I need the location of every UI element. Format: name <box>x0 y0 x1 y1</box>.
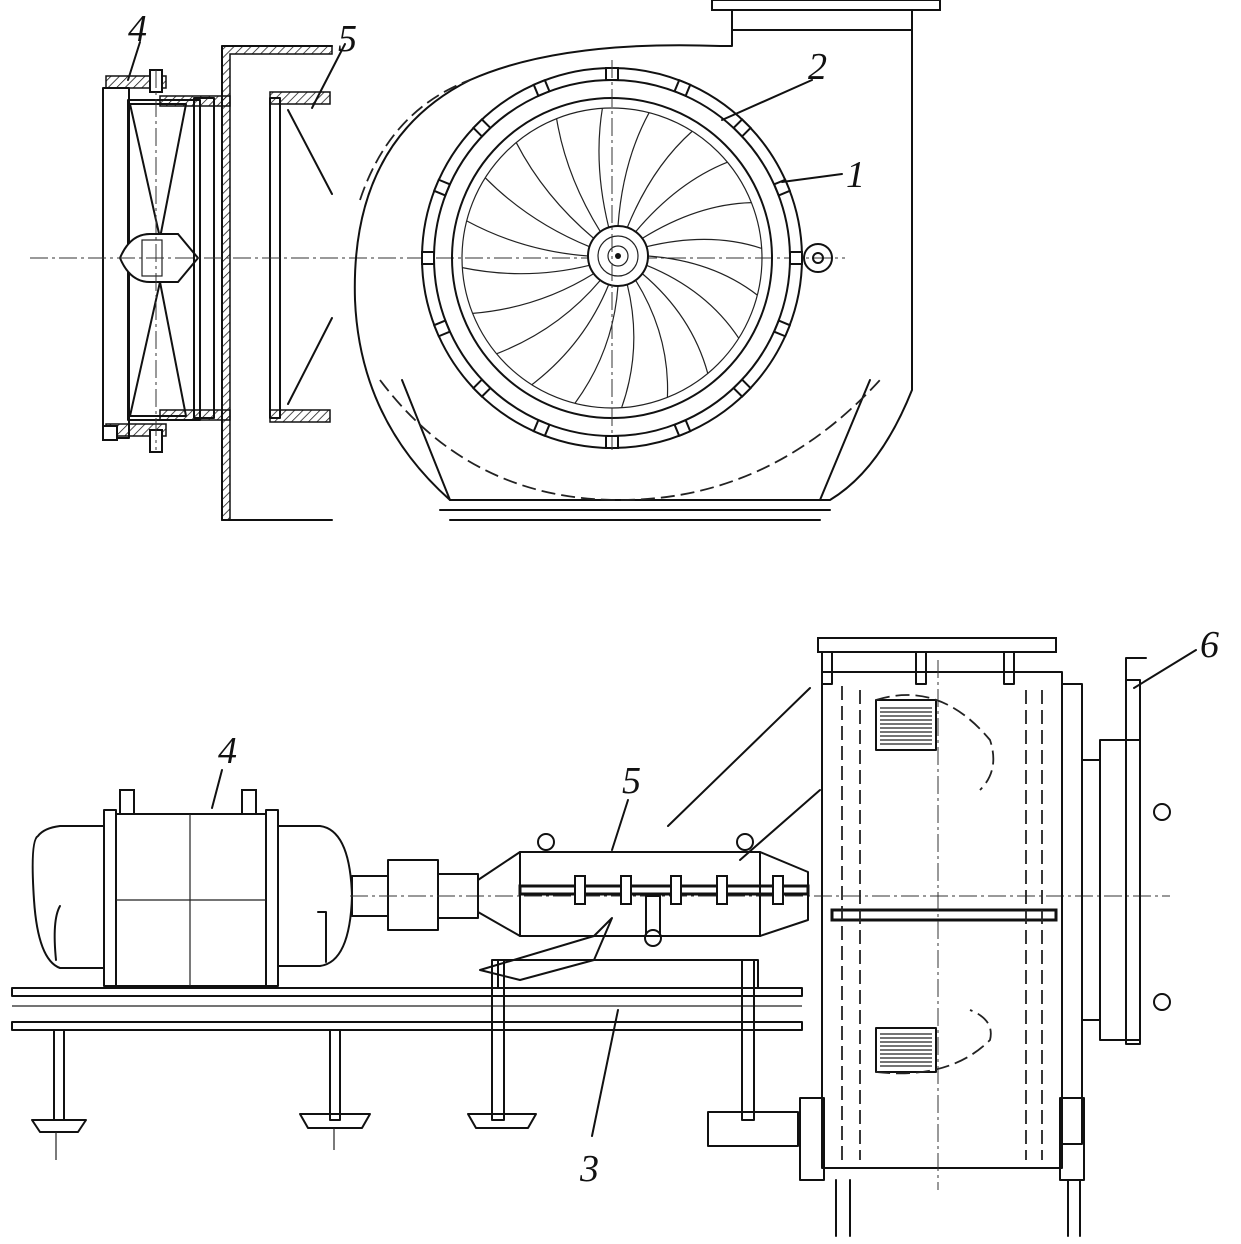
impeller-blade <box>484 177 590 248</box>
impeller-blade <box>646 238 762 249</box>
housing-bolt <box>620 875 632 905</box>
impeller-blade <box>647 255 758 296</box>
collar-bolt <box>532 78 551 98</box>
impeller-blades-lower <box>880 1033 932 1067</box>
impeller-blade <box>556 118 601 233</box>
collar-bolt <box>673 418 692 438</box>
electric-motor <box>31 789 353 987</box>
impeller-blade <box>472 273 595 315</box>
callout-bottom-5: 5 <box>622 760 641 802</box>
collar-bolt <box>772 319 792 338</box>
impeller-blade <box>574 285 619 404</box>
callout-bottom-3: 3 <box>580 1148 599 1190</box>
housing-bolt <box>716 875 728 905</box>
base-frame <box>11 959 803 1160</box>
housing-bolt <box>670 875 682 905</box>
impeller-blade <box>531 284 610 386</box>
collar-bolts <box>421 67 803 449</box>
impeller-blade <box>621 284 635 408</box>
collar-bolt <box>789 251 803 265</box>
bearing-housing <box>477 687 821 989</box>
impeller-blade <box>646 264 740 339</box>
collar-bolt <box>532 418 551 438</box>
callout-top-2: 2 <box>808 46 827 88</box>
collar-bolt <box>673 78 692 98</box>
impeller-blade <box>598 108 610 228</box>
housing-bolt <box>574 875 586 905</box>
impeller-blade <box>496 279 601 355</box>
callout-top-1: 1 <box>846 154 865 196</box>
collar-bolt <box>432 178 452 197</box>
fan-housing-side <box>799 637 1171 1237</box>
collar-bolt <box>732 117 753 138</box>
collar-bolt <box>471 378 492 399</box>
collar-bolt <box>732 378 753 399</box>
axial-fan-section <box>102 69 231 453</box>
impeller-blades <box>462 108 762 408</box>
collar-bolt <box>772 178 792 197</box>
housing-bolts <box>574 875 784 905</box>
callout-top-4: 4 <box>128 8 147 50</box>
callout-top-5: 5 <box>338 18 357 60</box>
impeller-blade <box>641 273 709 374</box>
impeller-blade <box>515 142 595 239</box>
top-view <box>30 0 941 521</box>
impeller-blade <box>635 161 728 233</box>
impeller-blade <box>626 130 693 228</box>
impeller-blade <box>462 264 590 275</box>
bottom-leaders <box>211 649 1197 1137</box>
callout-bottom-4: 4 <box>218 730 237 772</box>
collar-bolt <box>471 117 492 138</box>
collar-bolt <box>432 319 452 338</box>
inlet-duct <box>30 45 845 521</box>
impeller-blades-upper <box>880 707 932 745</box>
impeller-blade <box>617 112 650 227</box>
bottom-view <box>11 637 1197 1237</box>
collar-bolt <box>421 251 435 265</box>
scroll-casing <box>353 0 941 521</box>
housing-bolt <box>772 875 784 905</box>
impeller-blade <box>466 220 589 257</box>
impeller-blade <box>641 201 752 239</box>
impeller-blade <box>635 279 669 398</box>
top-leaders <box>127 41 843 183</box>
callout-bottom-6: 6 <box>1200 624 1219 666</box>
